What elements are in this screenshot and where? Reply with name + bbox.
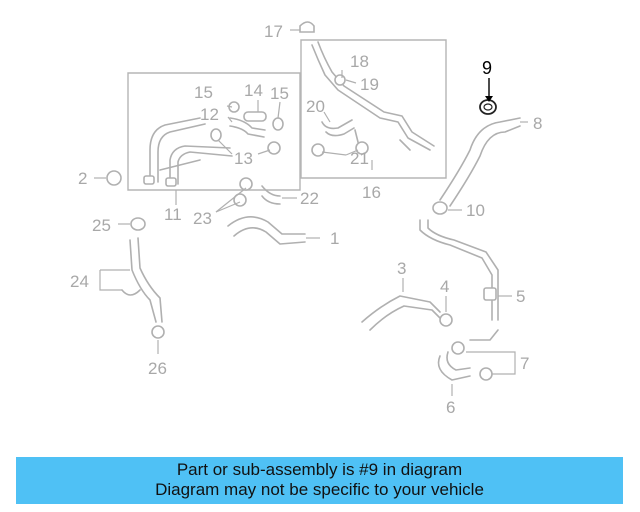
- callout-14: 14: [244, 81, 263, 100]
- hose-20: [321, 119, 355, 137]
- callout-26: 26: [148, 359, 167, 378]
- parts-diagram: 17 18 19 20 21 16 15 14 15 12 13 2 11 23…: [70, 21, 542, 417]
- hose-1: [227, 216, 306, 245]
- hose-12: [229, 117, 266, 138]
- callout-15b: 15: [270, 84, 289, 103]
- info-banner: Part or sub-assembly is #9 in diagram Di…: [16, 457, 623, 504]
- hose-14: [243, 111, 267, 122]
- leader-lines: [94, 29, 528, 396]
- banner-line-disclaimer: Diagram may not be specific to your vehi…: [155, 480, 484, 499]
- hose-assembly-11: [143, 117, 233, 187]
- clamp-10: [432, 201, 448, 215]
- callout-1: 1: [330, 229, 339, 248]
- clamp-21: [311, 141, 369, 157]
- callout-20: 20: [306, 97, 325, 116]
- clamp-26: [151, 325, 165, 339]
- hose-24: [121, 237, 163, 323]
- clamp-4: [439, 313, 453, 327]
- callout-2: 2: [78, 169, 87, 188]
- callout-23: 23: [193, 209, 212, 228]
- callout-3: 3: [397, 259, 406, 278]
- callout-11: 11: [164, 205, 182, 224]
- callout-7: 7: [520, 354, 529, 373]
- pipe-5: [419, 219, 499, 321]
- callout-21: 21: [350, 149, 369, 168]
- cap-25: [130, 217, 146, 231]
- callout-19: 19: [360, 75, 379, 94]
- callout-9: 9: [482, 58, 492, 78]
- hose-3: [361, 295, 443, 331]
- hose-assembly-16: [311, 41, 435, 151]
- clamp-2: [106, 170, 122, 186]
- clamp-7: [451, 341, 493, 381]
- callout-6: 6: [446, 398, 455, 417]
- hose-22: [261, 185, 281, 205]
- callout-labels: 17 18 19 20 21 16 15 14 15 12 13 2 11 23…: [70, 22, 542, 417]
- clamp-13: [210, 128, 281, 155]
- callout-13: 13: [234, 149, 253, 168]
- clamp-9-highlight: [479, 99, 497, 115]
- hose-6: [437, 329, 499, 381]
- hose-8: [439, 117, 521, 207]
- callout-17: 17: [264, 22, 283, 41]
- callout-16: 16: [362, 183, 381, 202]
- clamp-18-19: [334, 74, 346, 86]
- callout-18: 18: [350, 52, 369, 71]
- banner-line-part: Part or sub-assembly is #9 in diagram: [176, 460, 463, 479]
- callout-12: 12: [200, 105, 219, 124]
- clamp-23: [233, 177, 253, 207]
- sub-assembly-box-16: [300, 39, 447, 179]
- callout-22: 22: [300, 189, 319, 208]
- sub-assembly-box-11: [127, 72, 301, 191]
- callout-15a: 15: [194, 83, 213, 102]
- clamp-15: [228, 101, 284, 131]
- callout-24: 24: [70, 272, 89, 291]
- callout-8: 8: [533, 114, 542, 133]
- callout-10: 10: [466, 201, 485, 220]
- callout-5: 5: [516, 287, 525, 306]
- callout-25: 25: [92, 216, 111, 235]
- callout-4: 4: [440, 277, 449, 296]
- clamp-17: [299, 21, 315, 33]
